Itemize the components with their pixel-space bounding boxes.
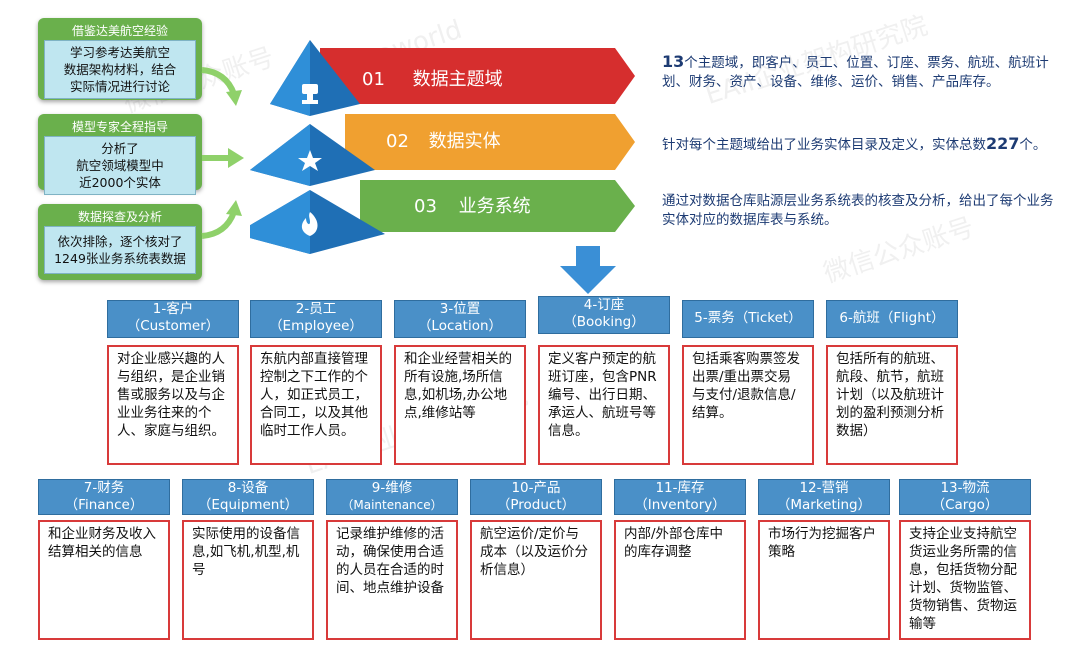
category-en: （Finance） (64, 497, 144, 513)
summary-systems: 通过对数据仓库贴源层业务系统表的核查及分析，给出了每个业务实体对应的数据库表与系… (662, 192, 1062, 230)
layer-label-1: 01 数据主题域 (362, 65, 503, 91)
left-box-experience: 借鉴达美航空经验 学习参考达美航空 数据架构材料，结合 实际情况进行讨论 (38, 18, 202, 100)
layer-label-2: 02 数据实体 (386, 127, 501, 153)
category-en: （Employee） (269, 318, 363, 334)
category-header-equipment: 8-设备 （Equipment） (182, 479, 314, 515)
layer-number: 03 (414, 196, 437, 217)
summary-text: 个主题域，即客户、员工、位置、订座、票务、航班、航班计划、财务、资产、设备、维修… (662, 55, 1049, 90)
layer-label-3: 03 业务系统 (414, 192, 531, 218)
layer-band-3 (360, 180, 635, 232)
curved-arrow-icon (201, 200, 242, 239)
category-desc-flight: 包括所有的航班、航段、航节，航班计划（以及航班计划的盈利预测分析数据） (826, 345, 958, 465)
star-icon (298, 150, 322, 171)
pyramid-mid-shade (250, 124, 310, 186)
category-desc-employee: 东航内部直接管理控制之下工作的个人，如正式员工，合同工，以及其他临时工作人员。 (250, 345, 382, 465)
summary-entities: 针对每个主题域给出了业务实体目录及定义，实体总数227个。 (662, 134, 1062, 155)
left-box-title: 模型专家全程指导 (71, 120, 168, 134)
left-box-line: 分析了 (101, 141, 139, 156)
category-header-cargo: 13-物流 （Cargo） (899, 479, 1031, 515)
layer-number: 02 (386, 131, 409, 152)
left-box-line: 依次排除，逐个核对了 (57, 234, 183, 249)
arrow-right-icon (202, 148, 244, 168)
subject-count: 13 (662, 52, 685, 71)
pyramid-diagram (250, 40, 635, 254)
category-en: （Customer） (126, 318, 220, 334)
category-name: 11-库存 (655, 480, 705, 496)
left-box-line: 航空领域模型中 (76, 158, 164, 173)
category-en: （Inventory） (634, 497, 726, 513)
category-desc-maintenance: 记录维护维修的活动，确保使用合适的人员在合适的时间、地点维护设备 (326, 520, 458, 640)
left-box-line: 数据架构材料，结合 (63, 62, 177, 77)
category-name: 6-航班（Flight） (839, 310, 945, 326)
category-header-marketing: 12-营销 （Marketing） (758, 479, 890, 515)
category-header-location: 3-位置 （Location） (394, 300, 526, 338)
category-desc-inventory: 内部/外部仓库中的库存调整 (614, 520, 746, 640)
layer-band-2 (345, 114, 635, 170)
layer-number: 01 (362, 69, 385, 90)
left-box-line: 近2000个实体 (79, 175, 161, 190)
fire-icon (301, 212, 318, 236)
category-header-employee: 2-员工 （Employee） (250, 300, 382, 338)
category-en: （Location） (417, 318, 503, 334)
category-header-flight: 6-航班（Flight） (826, 300, 958, 338)
category-header-maintenance: 9-维修 （Maintenance） (326, 479, 458, 515)
category-desc-booking: 定义客户预定的航班订座，包含PNR编号、出行日期、承运人、航班号等信息。 (538, 345, 670, 465)
category-desc-ticket: 包括乘客购票签发出票/重出票交易与支付/退款信息/结算。 (682, 345, 814, 465)
category-desc-marketing: 市场行为挖掘客户策略 (758, 520, 890, 640)
category-header-customer: 1-客户 （Customer） (107, 300, 239, 338)
category-header-ticket: 5-票务（Ticket） (682, 300, 814, 338)
summary-text: 个。 (1019, 137, 1047, 153)
left-box-line: 学习参考达美航空 (69, 45, 170, 60)
left-box-line: 1249张业务系统表数据 (54, 251, 186, 266)
trophy-icon (302, 84, 318, 104)
layer-title: 数据实体 (428, 131, 501, 152)
left-box-content: 分析了 航空领域模型中 近2000个实体 (44, 136, 196, 195)
category-en: （Product） (496, 497, 576, 513)
category-name: 4-订座 (583, 297, 625, 313)
category-name: 7-财务 (83, 480, 125, 496)
pyramid-bottom-shade (250, 190, 310, 254)
category-name: 5-票务（Ticket） (694, 310, 802, 326)
layer-band-1 (320, 48, 635, 104)
arrow-down-icon (560, 246, 616, 294)
category-en: （Cargo） (931, 497, 999, 513)
category-desc-location: 和企业经营相关的所有设施,场所信息,如机场,办公地点,维修站等 (394, 345, 526, 465)
layer-title: 业务系统 (458, 196, 531, 217)
category-header-inventory: 11-库存 （Inventory） (614, 479, 746, 515)
summary-text: 通过对数据仓库贴源层业务系统表的核查及分析，给出了每个业务实体对应的数据库表与系… (662, 193, 1054, 228)
left-box-line: 实际情况进行讨论 (69, 79, 170, 94)
category-name: 9-维修 (371, 480, 413, 496)
entity-count: 227 (986, 134, 1020, 153)
category-header-booking: 4-订座 （Booking） (538, 296, 670, 334)
pyramid-top-shade (270, 40, 310, 116)
category-en: （Marketing） (776, 497, 872, 513)
layer-title: 数据主题域 (412, 69, 503, 90)
category-name: 3-位置 (439, 301, 481, 317)
category-desc-equipment: 实际使用的设备信息,如飞机,机型,机号 (182, 520, 314, 640)
left-box-title: 数据探查及分析 (77, 210, 162, 224)
category-desc-cargo: 支持企业支持航空货运业务所需的信息，包括货物分配计划、货物监管、货物销售、货物运… (899, 520, 1031, 640)
left-box-exploration: 数据探查及分析 依次排除，逐个核对了 1249张业务系统表数据 (38, 204, 202, 280)
left-box-content: 学习参考达美航空 数据架构材料，结合 实际情况进行讨论 (44, 40, 196, 99)
category-name: 8-设备 (227, 480, 269, 496)
category-en: （Equipment） (197, 497, 299, 513)
category-name: 2-员工 (295, 301, 337, 317)
category-header-finance: 7-财务 （Finance） (38, 479, 170, 515)
left-box-title: 借鉴达美航空经验 (71, 24, 168, 38)
curved-arrow-icon (201, 67, 242, 106)
category-header-product: 10-产品 （Product） (470, 479, 602, 515)
category-desc-finance: 和企业财务及收入结算相关的信息 (38, 520, 170, 640)
category-name: 13-物流 (940, 480, 990, 496)
category-name: 12-营销 (799, 480, 849, 496)
left-box-expert: 模型专家全程指导 分析了 航空领域模型中 近2000个实体 (38, 114, 202, 195)
category-desc-product: 航空运价/定价与成本（以及运价分析信息） (470, 520, 602, 640)
category-name: 10-产品 (511, 480, 561, 496)
category-en: （Booking） (563, 314, 645, 330)
summary-text: 针对每个主题域给出了业务实体目录及定义，实体总数 (662, 137, 986, 153)
left-box-content: 依次排除，逐个核对了 1249张业务系统表数据 (44, 226, 196, 274)
category-desc-customer: 对企业感兴趣的人与组织，是企业销售或服务以及与企业业务往来的个人、家庭与组织。 (107, 345, 239, 465)
category-en: （Maintenance） (341, 498, 443, 512)
category-name: 1-客户 (152, 301, 194, 317)
summary-subject-areas: 13个主题域，即客户、员工、位置、订座、票务、航班、航班计划、财务、资产、设备、… (662, 52, 1062, 92)
